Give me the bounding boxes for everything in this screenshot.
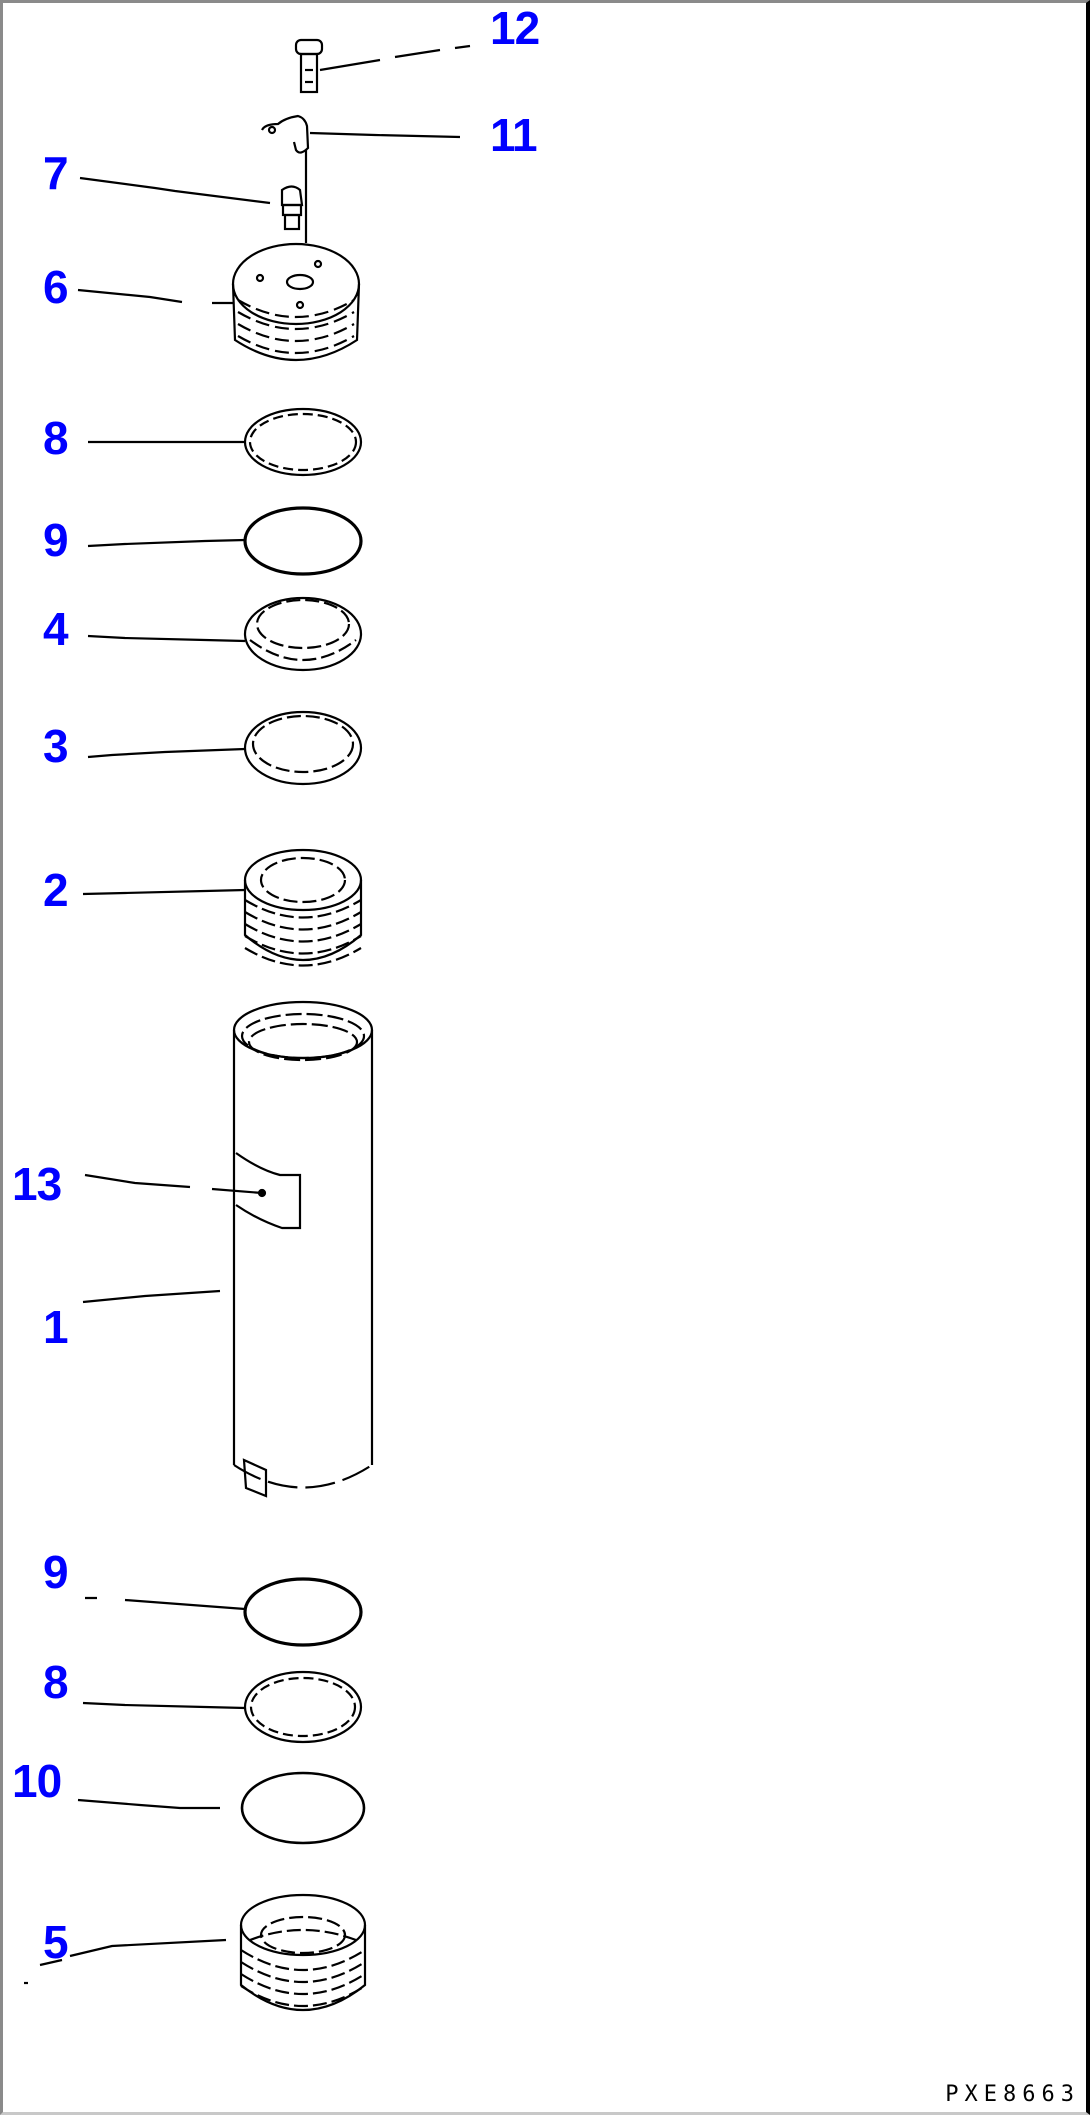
backup-ring-part-8-lower: [82, 1670, 363, 1744]
drawing-code: PXE8663: [945, 2082, 1080, 2107]
callout-2: 2: [43, 864, 69, 916]
callout-11: 11: [490, 109, 538, 161]
grease-fitting-part-7: [79, 176, 304, 231]
o-ring-part-10: [77, 1771, 366, 1845]
callout-7: 7: [43, 147, 69, 199]
callout-9-lower: 9: [43, 1546, 69, 1598]
end-cap-part-5: [24, 1893, 367, 2011]
callout-13: 13: [12, 1158, 62, 1210]
piston-part-2: [82, 848, 363, 967]
label-plate-part-13: [235, 1152, 302, 1230]
callout-8-lower: 8: [43, 1656, 69, 1708]
head-cap-part-6: [77, 242, 361, 362]
cylinder-tube-part-1: [82, 1000, 374, 1498]
callout-8-upper: 8: [43, 412, 69, 464]
clamp-part-11: [261, 114, 461, 243]
ring-part-3: [87, 710, 363, 786]
callout-1: 1: [43, 1301, 69, 1353]
callout-9-upper: 9: [43, 514, 69, 566]
callout-10: 10: [12, 1755, 62, 1807]
ring-part-4: [87, 596, 363, 672]
callout-12: 12: [490, 2, 540, 54]
o-ring-part-9-lower: [85, 1577, 363, 1647]
o-ring-part-9-upper: [87, 506, 363, 576]
callout-4: 4: [43, 603, 69, 655]
bolt-part-12: [294, 38, 471, 94]
callout-3: 3: [43, 720, 69, 772]
callout-5: 5: [43, 1916, 69, 1968]
callout-6: 6: [43, 261, 69, 313]
backup-ring-part-8-upper: [88, 407, 363, 477]
